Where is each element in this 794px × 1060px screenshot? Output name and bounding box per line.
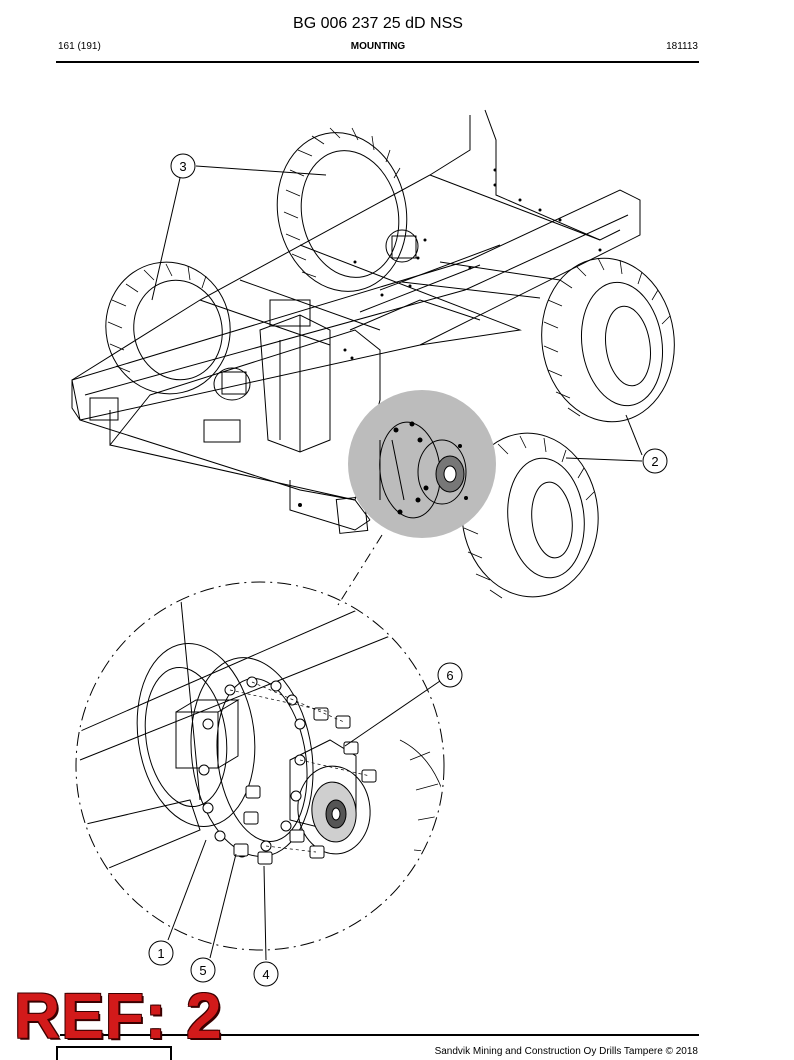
callout-5-label: 5 (199, 963, 206, 978)
frame-rails (71, 109, 641, 534)
wheel-rear-left (276, 127, 408, 292)
callout-3-label: 3 (179, 159, 186, 174)
callout-6: 6 (437, 662, 463, 688)
callout-1: 1 (148, 940, 174, 966)
ref-stamp: REF: 2 (14, 980, 223, 1052)
mounting-drawing: 3 2 6 1 5 4 (71, 109, 675, 987)
detail-connector (337, 534, 383, 606)
chassis-overview (71, 109, 675, 599)
section-title: MOUNTING (350, 41, 406, 52)
callout-4-label: 4 (262, 967, 269, 982)
detail-highlight (348, 390, 496, 538)
page-number: 161 (191) (58, 41, 101, 52)
callout-leaders (151, 165, 643, 961)
callout-4: 4 (253, 961, 279, 987)
wheel-front-left (105, 261, 231, 395)
callout-5: 5 (190, 957, 216, 983)
date-code: 181113 (666, 41, 698, 52)
enlarged-detail (75, 581, 445, 951)
callout-3: 3 (170, 153, 196, 179)
copyright-text: Sandvik Mining and Construction Oy Drill… (434, 1046, 698, 1057)
highlight-hub (379, 421, 468, 519)
callout-2: 2 (642, 448, 668, 474)
callout-6-label: 6 (446, 668, 453, 683)
wheel-rear-right (541, 257, 675, 423)
callout-1-label: 1 (157, 946, 164, 961)
footer-rule (60, 1034, 699, 1036)
document-title: BG 006 237 25 dD NSS (293, 15, 463, 32)
callout-2-label: 2 (651, 454, 658, 469)
header-rule (56, 61, 699, 63)
